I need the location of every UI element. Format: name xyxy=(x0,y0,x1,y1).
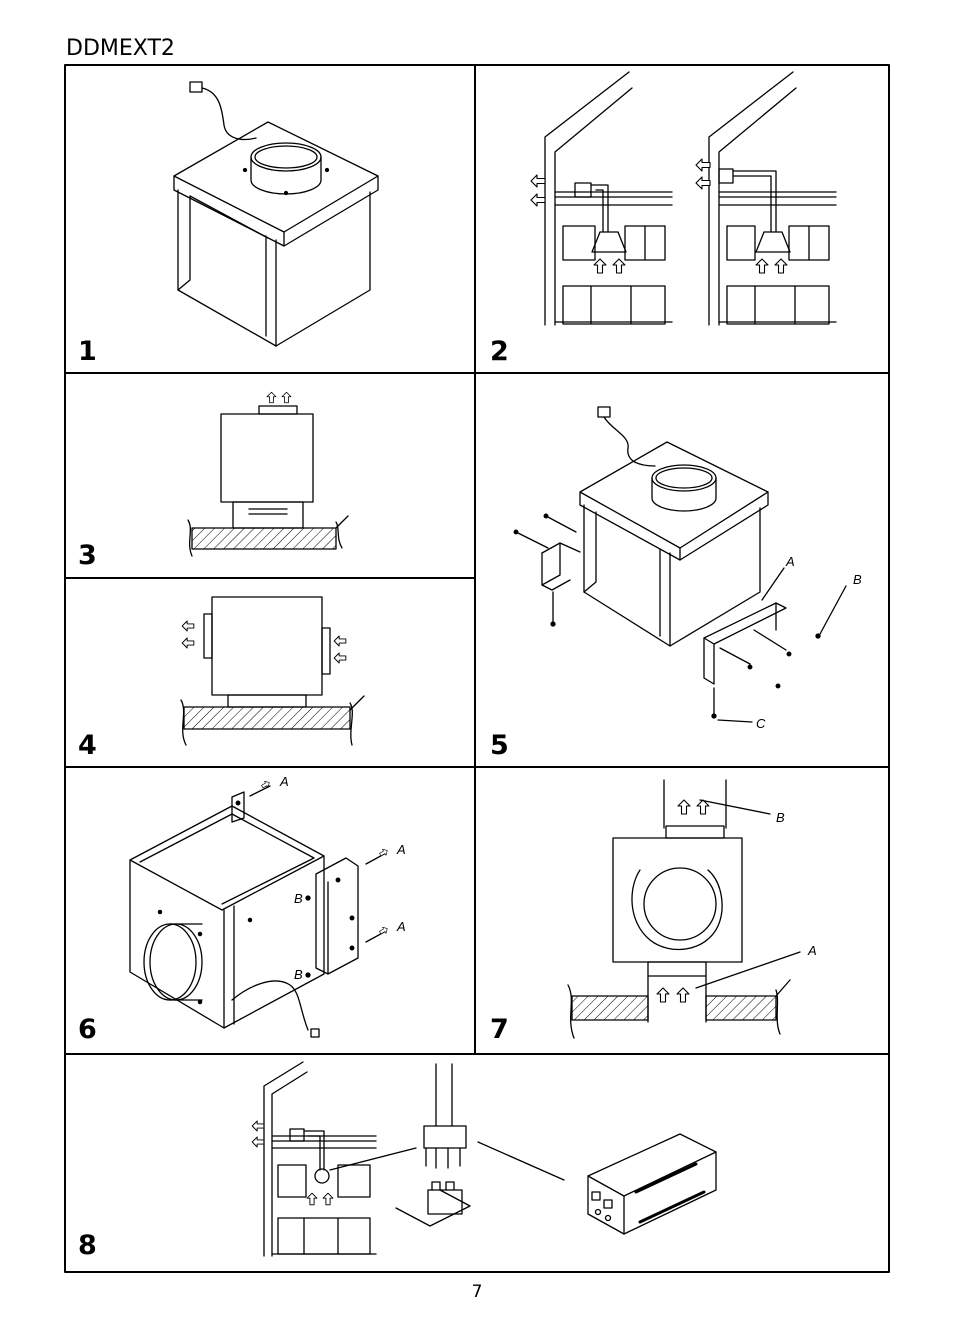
panel-6-label-b-lower: B xyxy=(294,967,303,982)
panel-7-number: 7 xyxy=(490,1014,509,1045)
panel-5-number: 5 xyxy=(490,730,509,761)
panel-6-number: 6 xyxy=(78,1014,97,1045)
panel-2-number: 2 xyxy=(490,336,509,367)
panel-4-illustration xyxy=(181,597,364,745)
panel-2-illustration xyxy=(531,72,836,325)
panel-3-number: 3 xyxy=(78,540,97,571)
panel-6-illustration: A A A B B xyxy=(130,774,406,1037)
panel-7-label-b: B xyxy=(776,810,785,825)
page-number: 7 xyxy=(0,1282,954,1302)
panel-5-label-a: A xyxy=(785,554,795,569)
panel-7-illustration: B A xyxy=(568,780,817,1038)
panel-5-label-c: C xyxy=(756,716,766,731)
panel-4-number: 4 xyxy=(78,730,97,761)
panel-6-label-a-bottom: A xyxy=(396,919,406,934)
panel-5-label-b: B xyxy=(853,572,862,587)
panel-1-illustration xyxy=(174,82,378,346)
panel-6-label-b-upper: B xyxy=(294,891,303,906)
panel-8-number: 8 xyxy=(78,1230,97,1261)
panel-7-label-a: A xyxy=(807,943,817,958)
panel-6-label-a-middle: A xyxy=(396,842,406,857)
panel-3-illustration xyxy=(188,392,348,556)
panel-1-number: 1 xyxy=(78,336,97,367)
panel-grid-lines xyxy=(65,65,889,1272)
panel-8-illustration xyxy=(252,1062,716,1256)
panel-5-illustration: A B C xyxy=(514,407,862,731)
panel-6-label-a-top: A xyxy=(279,774,289,789)
